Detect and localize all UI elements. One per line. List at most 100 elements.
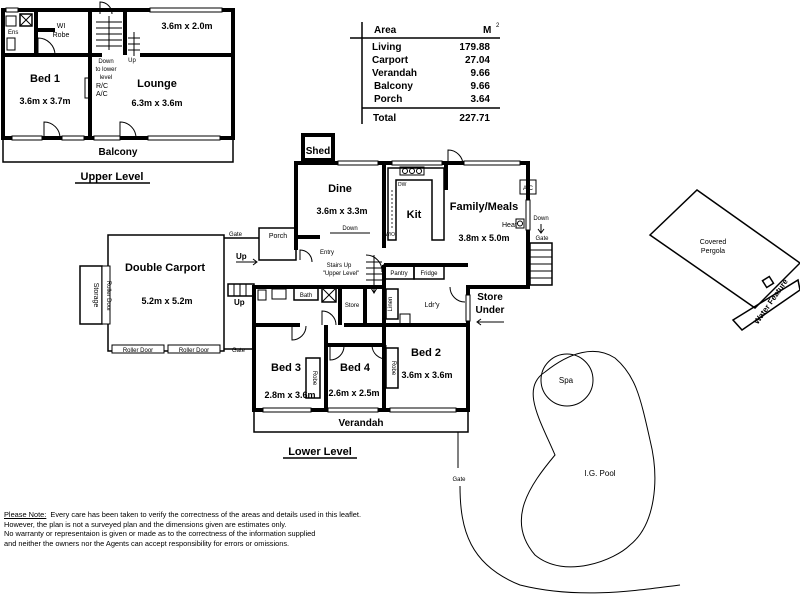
arrow-down-head [537, 228, 545, 234]
porch-label: Porch [269, 233, 287, 240]
dine-name: Dine [328, 183, 352, 195]
fence-line [459, 485, 681, 594]
area-row-value-carport: 27.04 [465, 55, 490, 66]
laundry-label: Ldr'y [425, 302, 440, 309]
spa-outline [540, 353, 594, 407]
door-swing [99, 1, 113, 15]
door-swing [119, 121, 137, 139]
water-feature-outline [731, 278, 800, 331]
arrow-right-head [252, 258, 258, 266]
heater-label: Heat [502, 222, 517, 229]
lower-level-title: Lower Level [288, 446, 352, 458]
disclaimer-line-1: Please Note: Every care has been taken t… [4, 510, 424, 520]
door-swing [449, 286, 466, 303]
area-table-header: Area [374, 25, 397, 36]
store-label: Store [345, 303, 360, 309]
disclaimer-line-4: and neither the owners nor the Agents ca… [4, 538, 290, 548]
linen-label: Linen [388, 297, 394, 312]
up-label-2: Up [234, 298, 245, 307]
gate-label: Gate [452, 477, 466, 483]
roller-door-side-label: Roller Door [105, 281, 111, 311]
sink-bowl [402, 168, 408, 174]
left-steps [227, 283, 255, 297]
area-row-value-porch: 3.64 [471, 94, 491, 105]
upper-rc-label: R/C [96, 83, 108, 90]
bed2-dims: 3.6m x 3.6m [401, 370, 452, 380]
upper-up-label: Up [128, 58, 136, 64]
door-swing [37, 37, 56, 56]
down-right-label: Down [533, 216, 548, 222]
up-label-1: Up [236, 252, 247, 261]
window [391, 160, 443, 166]
roller-door-side [101, 265, 111, 325]
carport-name: Double Carport [125, 262, 205, 274]
dine-dims: 3.6m x 3.3m [316, 206, 367, 216]
verandah-label: Verandah [338, 418, 383, 429]
upper-ac-label: A/C [96, 91, 108, 98]
bed3-name: Bed 3 [271, 362, 301, 374]
arrow-left-head [476, 318, 482, 326]
pantry-label: Pantry [390, 271, 407, 277]
window [61, 135, 85, 141]
area-total-value: 227.71 [459, 113, 490, 124]
window [327, 407, 379, 413]
window [93, 135, 121, 141]
area-total-label: Total [373, 113, 396, 124]
sink-bowl [416, 168, 422, 174]
roller-door-2-label: Roller Door [179, 348, 209, 354]
door-swing [291, 325, 307, 341]
door-swing [43, 121, 61, 139]
window [262, 407, 312, 413]
sink-icon [399, 166, 425, 176]
roller-door-1 [111, 344, 165, 354]
window [147, 135, 221, 141]
window [337, 160, 379, 166]
upper-down-note-2: to lower [95, 67, 116, 73]
upper-wi-label: WI [57, 23, 66, 30]
area-row-value-verandah: 9.66 [471, 68, 491, 79]
shower-box [321, 287, 337, 303]
bed4-dims: 2.6m x 2.5m [328, 388, 379, 398]
vanity-icon [257, 289, 267, 301]
upper-stairs-up [128, 32, 140, 56]
area-row-label-carport: Carport [372, 55, 409, 66]
upper-ens-label: Ens [8, 30, 18, 36]
trough-icon [399, 313, 411, 325]
disclaimer-heading: Please Note: [4, 510, 47, 519]
shower-cross [321, 287, 337, 303]
pergola-outline [648, 189, 800, 309]
heater-icon [515, 218, 525, 229]
upper-down-note-1: Down [98, 59, 113, 65]
roller-door-2 [167, 344, 221, 354]
area-row-label-balcony: Balcony [374, 81, 413, 92]
lower-stairs [366, 255, 382, 294]
robe-cupboard [84, 77, 91, 99]
family-meals-dims: 3.8m x 5.0m [458, 233, 509, 243]
store-under-label-1: Store [477, 292, 503, 303]
shed-label: Shed [306, 146, 330, 157]
upper-down-note-3: level [100, 75, 112, 81]
lounge-dims: 6.3m x 3.6m [131, 98, 182, 108]
lower-level-plan: Shed Verandah DW [79, 133, 553, 459]
fridge-label: Fridge [420, 271, 438, 277]
robe3-label: Robe [311, 371, 317, 386]
window [525, 199, 531, 231]
stairs-up-level-label: "Upper Level" [323, 271, 360, 277]
entry-label: Entry [320, 250, 334, 256]
window [463, 160, 521, 166]
bath-box [293, 287, 319, 301]
window [389, 407, 457, 413]
door-swing [365, 254, 383, 273]
bed3-dims: 2.8m x 3.6m [264, 390, 315, 400]
robe3-box [305, 357, 321, 399]
pool-label: I.G. Pool [584, 469, 615, 478]
shower-cross [19, 13, 33, 27]
stairs-up-label: Stairs Up [327, 263, 352, 269]
upper-stairs-down [96, 16, 122, 50]
bed2-name: Bed 2 [411, 347, 441, 359]
area-row-label-living: Living [372, 42, 401, 53]
area-table-unit-sup: 2 [496, 23, 500, 29]
area-row-label-porch: Porch [374, 94, 402, 105]
water-feature-box [761, 275, 775, 289]
